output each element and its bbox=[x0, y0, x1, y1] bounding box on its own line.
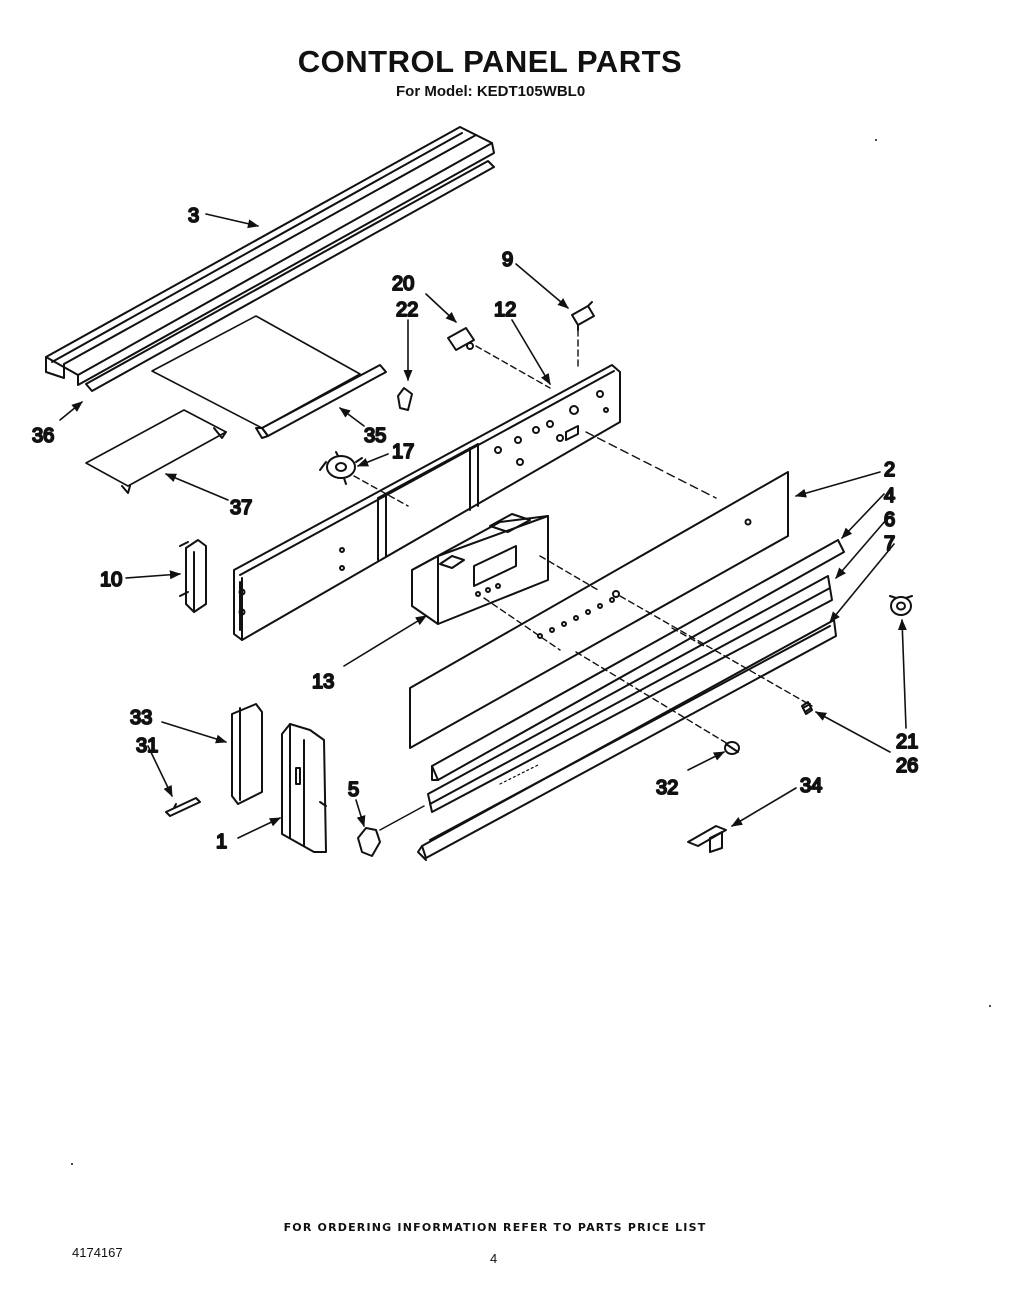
callout-31: 31 bbox=[136, 735, 158, 757]
part-26-spring bbox=[801, 701, 813, 715]
part-6-trim-strip bbox=[427, 575, 833, 813]
part-32-knob bbox=[724, 741, 740, 755]
part-35-insulation-sheet bbox=[151, 315, 387, 439]
callout-4: 4 bbox=[884, 485, 895, 507]
part-12-control-frame bbox=[233, 364, 621, 641]
document-number: 4174167 bbox=[72, 1245, 123, 1260]
part-3-top-trim bbox=[45, 126, 495, 386]
part-1-end-cap bbox=[281, 723, 327, 853]
part-4-trim-strip bbox=[431, 539, 845, 781]
callout-3: 3 bbox=[188, 205, 199, 227]
part-2-panel-glass bbox=[409, 431, 813, 749]
callout-26: 26 bbox=[896, 755, 918, 777]
callout-34: 34 bbox=[800, 775, 822, 797]
part-22-clip bbox=[397, 387, 413, 411]
ordering-info-footer: FOR ORDERING INFORMATION REFER TO PARTS … bbox=[283, 1221, 707, 1234]
part-9-bracket bbox=[571, 301, 595, 371]
callout-12: 12 bbox=[494, 299, 516, 321]
callout-9: 9 bbox=[502, 249, 513, 271]
callout-6: 6 bbox=[884, 509, 895, 531]
callout-10: 10 bbox=[100, 569, 122, 591]
callout-5: 5 bbox=[348, 779, 359, 801]
page-title: CONTROL PANEL PARTS bbox=[297, 44, 683, 79]
callout-7: 7 bbox=[884, 533, 895, 555]
callout-17: 17 bbox=[392, 441, 414, 463]
callout-2: 2 bbox=[884, 459, 895, 481]
callout-32: 32 bbox=[656, 777, 678, 799]
callout-33: 33 bbox=[130, 707, 152, 729]
callout-36: 36 bbox=[32, 425, 54, 447]
model-subtitle: For Model: KEDT105WBL0 bbox=[396, 83, 586, 100]
callout-1: 1 bbox=[216, 831, 227, 853]
part-5-cap bbox=[357, 805, 425, 857]
part-7-trim-strip bbox=[417, 619, 837, 861]
part-13-electronic-control bbox=[411, 513, 599, 651]
callout-20: 20 bbox=[392, 273, 414, 295]
part-33-end-cap bbox=[231, 703, 263, 805]
callout-35: 35 bbox=[364, 425, 386, 447]
part-36-trim-strip bbox=[85, 160, 495, 392]
part-37-shield bbox=[85, 409, 227, 494]
callout-leaders bbox=[59, 213, 907, 839]
part-10-bracket bbox=[179, 539, 207, 613]
callout-37: 37 bbox=[230, 497, 252, 519]
callout-21: 21 bbox=[896, 731, 918, 753]
part-34-bracket bbox=[687, 825, 727, 853]
page-number: 4 bbox=[490, 1251, 498, 1266]
part-31-clip bbox=[165, 797, 201, 817]
callout-22: 22 bbox=[396, 299, 418, 321]
part-20-switch bbox=[447, 327, 551, 389]
part-21-knob bbox=[889, 595, 913, 616]
callout-13: 13 bbox=[312, 671, 334, 693]
